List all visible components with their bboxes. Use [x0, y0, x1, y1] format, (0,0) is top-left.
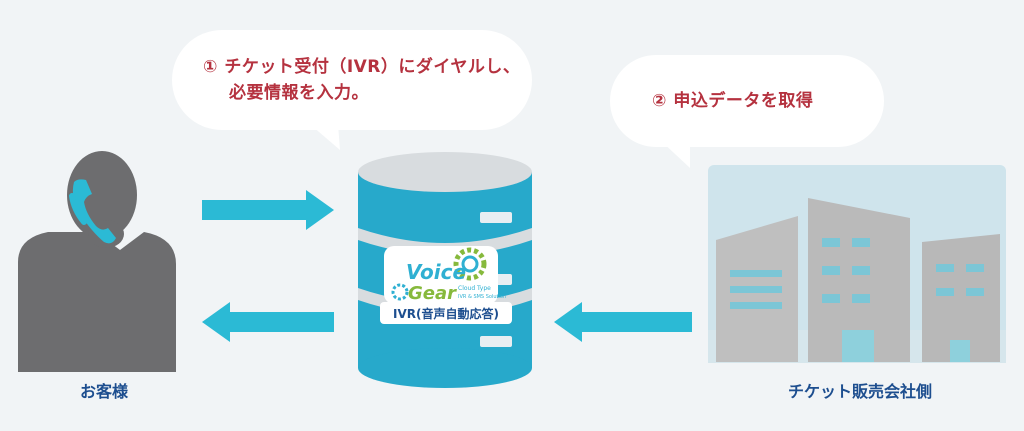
logo-tagline-2: IVR & SMS Solution [458, 294, 506, 300]
arrow-company-to-ivr [554, 302, 692, 342]
drive-slot [480, 212, 512, 223]
arrow-ivr-to-customer [202, 302, 334, 342]
company-caption: チケット販売会社側 [787, 382, 932, 401]
ivr-label-plate [380, 302, 512, 324]
arrow-customer-to-ivr [202, 190, 334, 230]
logo-word-gear: Gear [408, 283, 457, 304]
customer-person-icon [18, 151, 176, 372]
logo-tagline-1: Cloud Type [458, 285, 491, 292]
logo-word-voice: Voice [406, 260, 466, 284]
ivr-label: IVR(音声自動応答) [393, 306, 499, 321]
step1-line1: チケット受付（IVR）にダイヤルし、 [224, 57, 521, 77]
customer-caption: お客様 [79, 382, 128, 401]
step1-line2: 必要情報を入力。 [229, 83, 369, 103]
company-buildings-icon [708, 165, 1006, 363]
step1-number: ① [203, 57, 218, 77]
phone-handset-icon [69, 179, 116, 244]
ivr-server-icon [358, 152, 532, 388]
speech-bubble-step2 [610, 55, 884, 168]
step1-text: ① チケット受付（IVR）にダイヤルし、 必要情報を入力。 [203, 54, 520, 106]
speech-bubble-step1 [172, 30, 532, 150]
drive-slot [480, 336, 512, 347]
step2-number: ② [652, 91, 667, 111]
gear-icon [453, 247, 487, 281]
small-gear-icon [391, 283, 409, 301]
step2-text: ② 申込データを取得 [652, 88, 813, 114]
step2-line1: 申込データを取得 [673, 91, 814, 111]
